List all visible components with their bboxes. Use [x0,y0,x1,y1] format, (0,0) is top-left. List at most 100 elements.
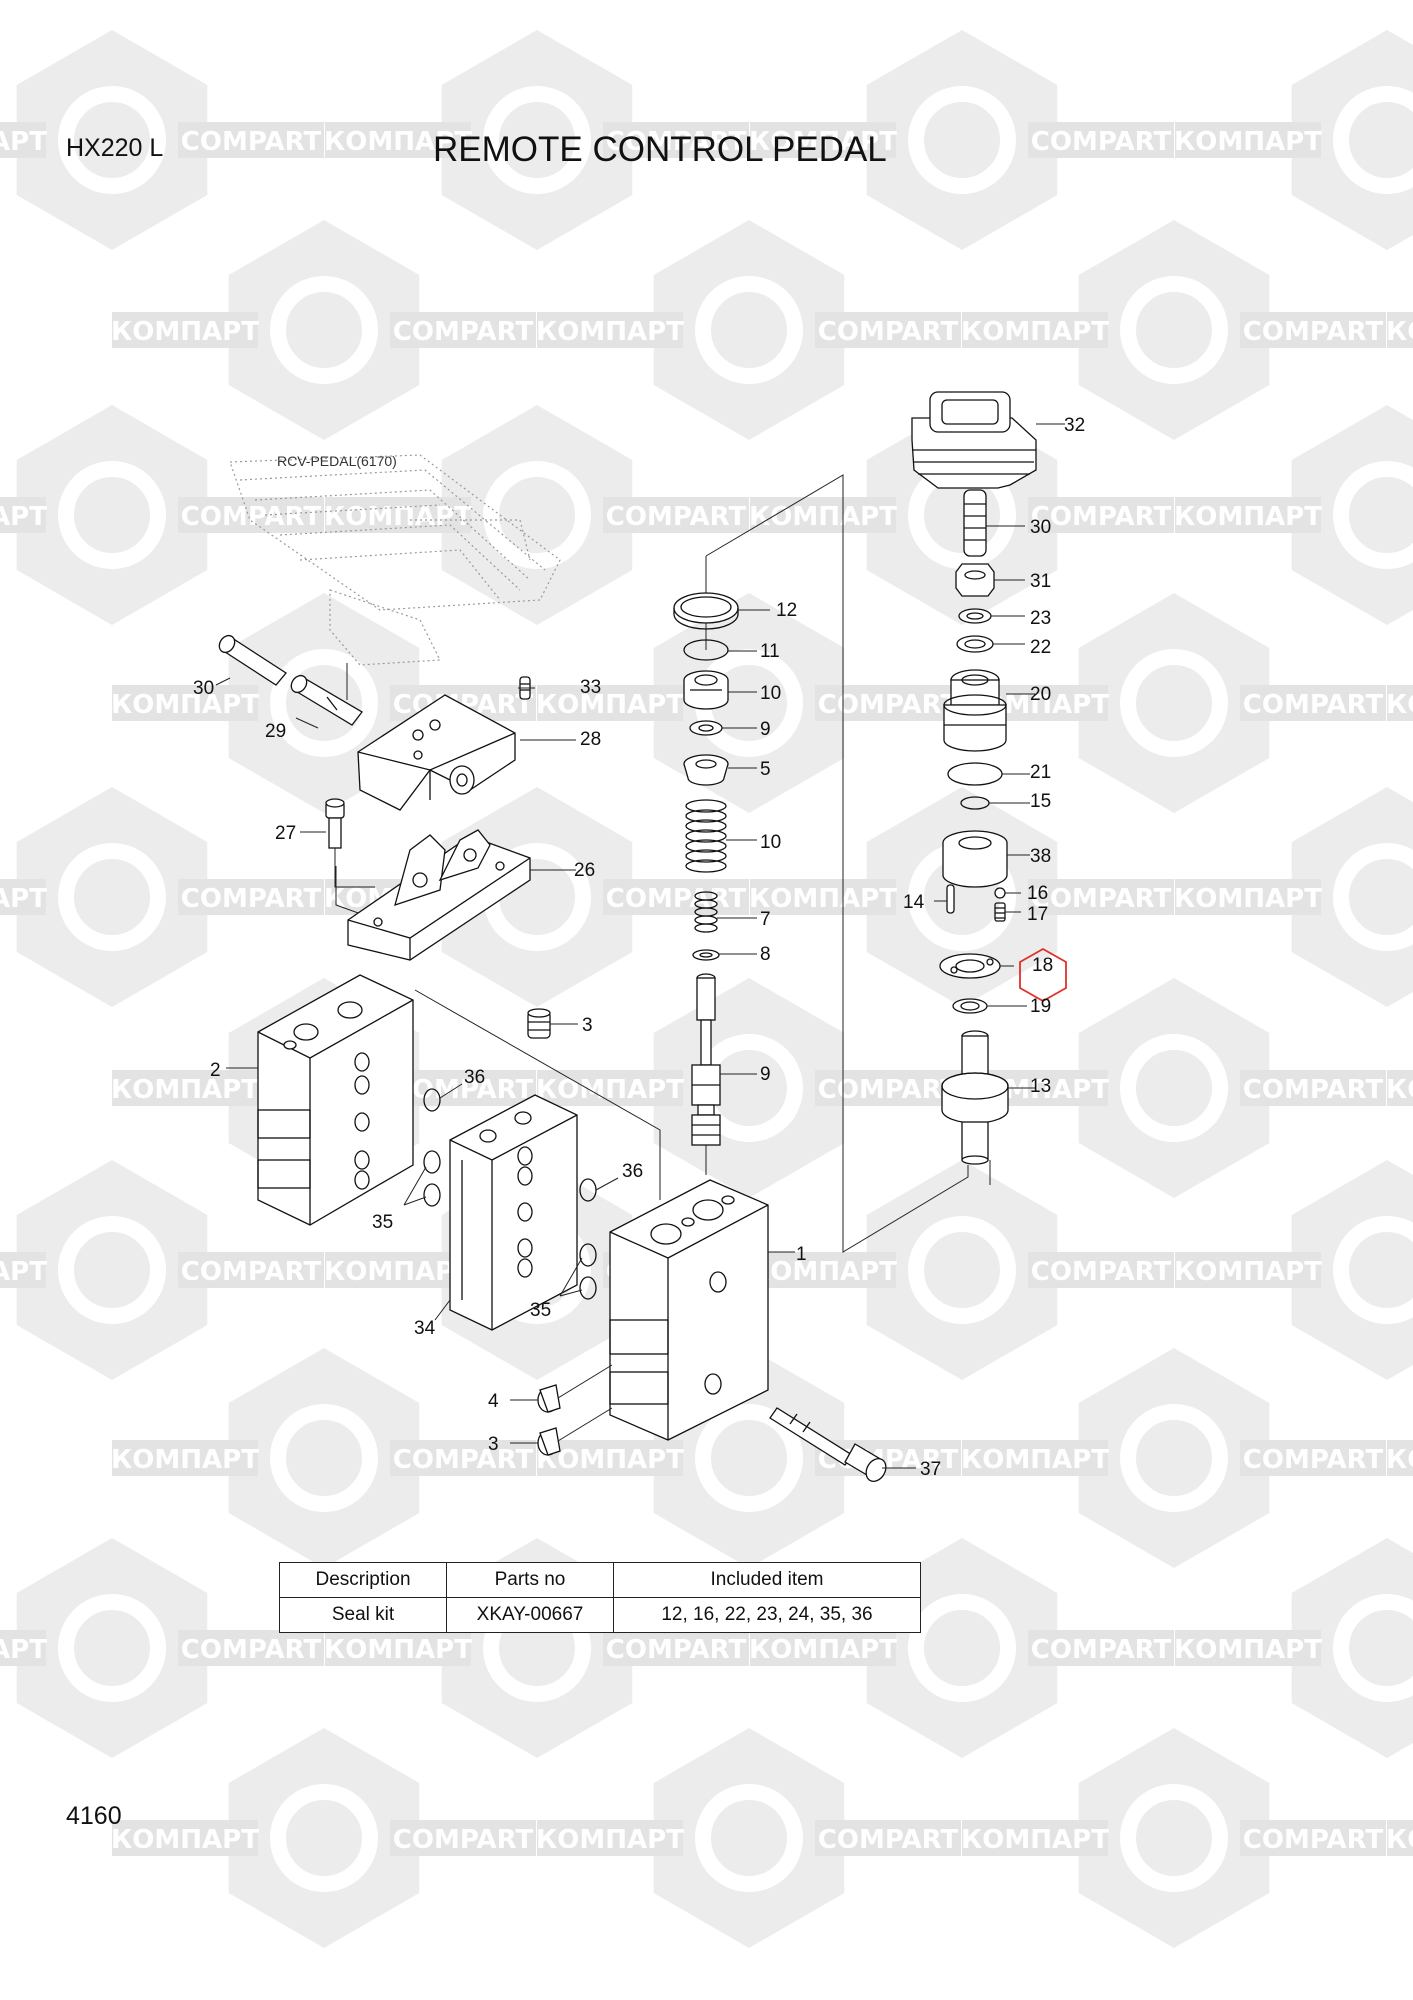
part-21-plug [943,669,1007,752]
part-4-plug [537,1384,561,1413]
part-25-base [347,829,531,961]
svg-text:КОМПАРТ: КОМПАРТ [111,1445,259,1475]
callout-21: 20 [1030,684,1051,705]
part-29-pin [218,634,287,686]
svg-text:COMPART: COMPART [1243,690,1384,720]
svg-text:КОМПАРТ: КОМПАРТ [111,317,259,347]
part-1-main-body [609,1179,769,1441]
part-8-spool [691,973,721,1175]
reference-pedal-outline [229,454,561,666]
part-26-bolt [325,798,375,888]
part-20-washer [952,998,988,1014]
svg-text:КОМПАРТ: КОМПАРТ [1386,317,1413,347]
svg-text:КОМПАРТ: КОМПАРТ [536,317,684,347]
svg-text:КОМПАРТ: КОМПАРТ [1174,1257,1322,1287]
svg-text:КОМПАРТ: КОМПАРТ [1386,1075,1413,1105]
callout-5: 5 [760,759,771,780]
callout-3-bottom: 3 [488,1434,499,1455]
callout-29: 30 [193,678,214,699]
callout-26: 27 [275,823,296,844]
svg-text:КОМПАРТ: КОМПАРТ [324,127,472,157]
cell-parts-no: XKAY-00667 [446,1597,614,1633]
cell-description: Seal kit [279,1597,447,1633]
header-parts-no: Parts no [446,1562,614,1598]
svg-text:КОМПАРТ: КОМПАРТ [536,1445,684,1475]
svg-text:КОМПАРТ: КОМПАРТ [324,502,472,532]
callout-3-top: 3 [582,1015,593,1036]
svg-text:КОМПАРТ: КОМПАРТ [1386,690,1413,720]
svg-text:КОМПАРТ: КОМПАРТ [324,1257,472,1287]
callout-2: 2 [210,1060,221,1081]
part-15-pin [946,884,955,914]
callout-11: 10 [760,683,781,704]
part-24-washer [958,608,992,624]
header-description: Description [279,1562,447,1598]
svg-text:КОМПАРТ: КОМПАРТ [536,1075,684,1105]
callout-27: 28 [580,729,601,750]
svg-text:COMPART: COMPART [606,127,747,157]
callout-1: 1 [796,1244,807,1265]
callout-labels: 32 30 31 23 22 20 21 15 38 16 17 18 19 1… [193,415,1085,1480]
part-19-plate [939,953,1001,979]
callout-14: 13 [1030,1076,1051,1097]
svg-text:COMPART: COMPART [1243,317,1384,347]
callout-37: 37 [920,1459,941,1480]
callout-38: 38 [1030,846,1051,867]
watermark-tile: КОМПАРТ COMPART [749,1538,1174,1758]
part-28-pin [290,674,363,726]
callout-31: 30 [1030,517,1051,538]
svg-text:COMPART: COMPART [606,884,747,914]
svg-text:COMPART: COMPART [1031,127,1172,157]
svg-text:КОМПАРТ: КОМПАРТ [536,690,684,720]
svg-text:КОМПАРТ: КОМПАРТ [961,1445,1109,1475]
callout-19: 18 [1032,955,1053,976]
table-row: Seal kit XKAY-00667 12, 16, 22, 23, 24, … [279,1597,921,1633]
callout-22: 21 [1030,762,1051,783]
svg-text:COMPART: COMPART [818,690,959,720]
callout-36-right: 36 [622,1161,643,1182]
highlight-hexagon [1019,947,1067,1003]
callout-28: 29 [265,721,286,742]
svg-text:COMPART: COMPART [181,1257,322,1287]
callout-36-left: 36 [464,1067,485,1088]
watermark-tile: КОМПАРТ COMPART [749,30,1174,250]
callout-8: 9 [760,1064,771,1085]
callout-7: 8 [760,944,771,965]
svg-text:КОМПАРТ: КОМПАРТ [536,1825,684,1855]
svg-text:КОМПАРТ: КОМПАРТ [111,1075,259,1105]
callout-16: 15 [1030,791,1051,812]
svg-text:КОМПАРТ: КОМПАРТ [749,127,897,157]
callout-20: 19 [1030,996,1051,1017]
part-33-boot [911,391,1037,489]
cell-included-item: 12, 16, 22, 23, 24, 35, 36 [613,1597,921,1633]
part-37-bolt [769,1407,887,1482]
callout-13: 12 [776,600,797,621]
svg-text:КОМПАРТ: КОМПАРТ [1174,127,1322,157]
svg-text:КОМПАРТ: КОМПАРТ [749,1635,897,1665]
svg-text:COMPART: COMPART [1031,1635,1172,1665]
callout-15: 14 [903,892,925,913]
svg-text:COMPART: COMPART [1243,1075,1384,1105]
svg-text:COMPART: COMPART [818,317,959,347]
svg-text:КОМПАРТ: КОМПАРТ [0,127,47,157]
header-included-item: Included item [613,1562,921,1598]
svg-text:КОМПАРТ: КОМПАРТ [1386,1825,1413,1855]
callout-17: 16 [1027,883,1048,904]
part-23-seal [956,635,994,653]
